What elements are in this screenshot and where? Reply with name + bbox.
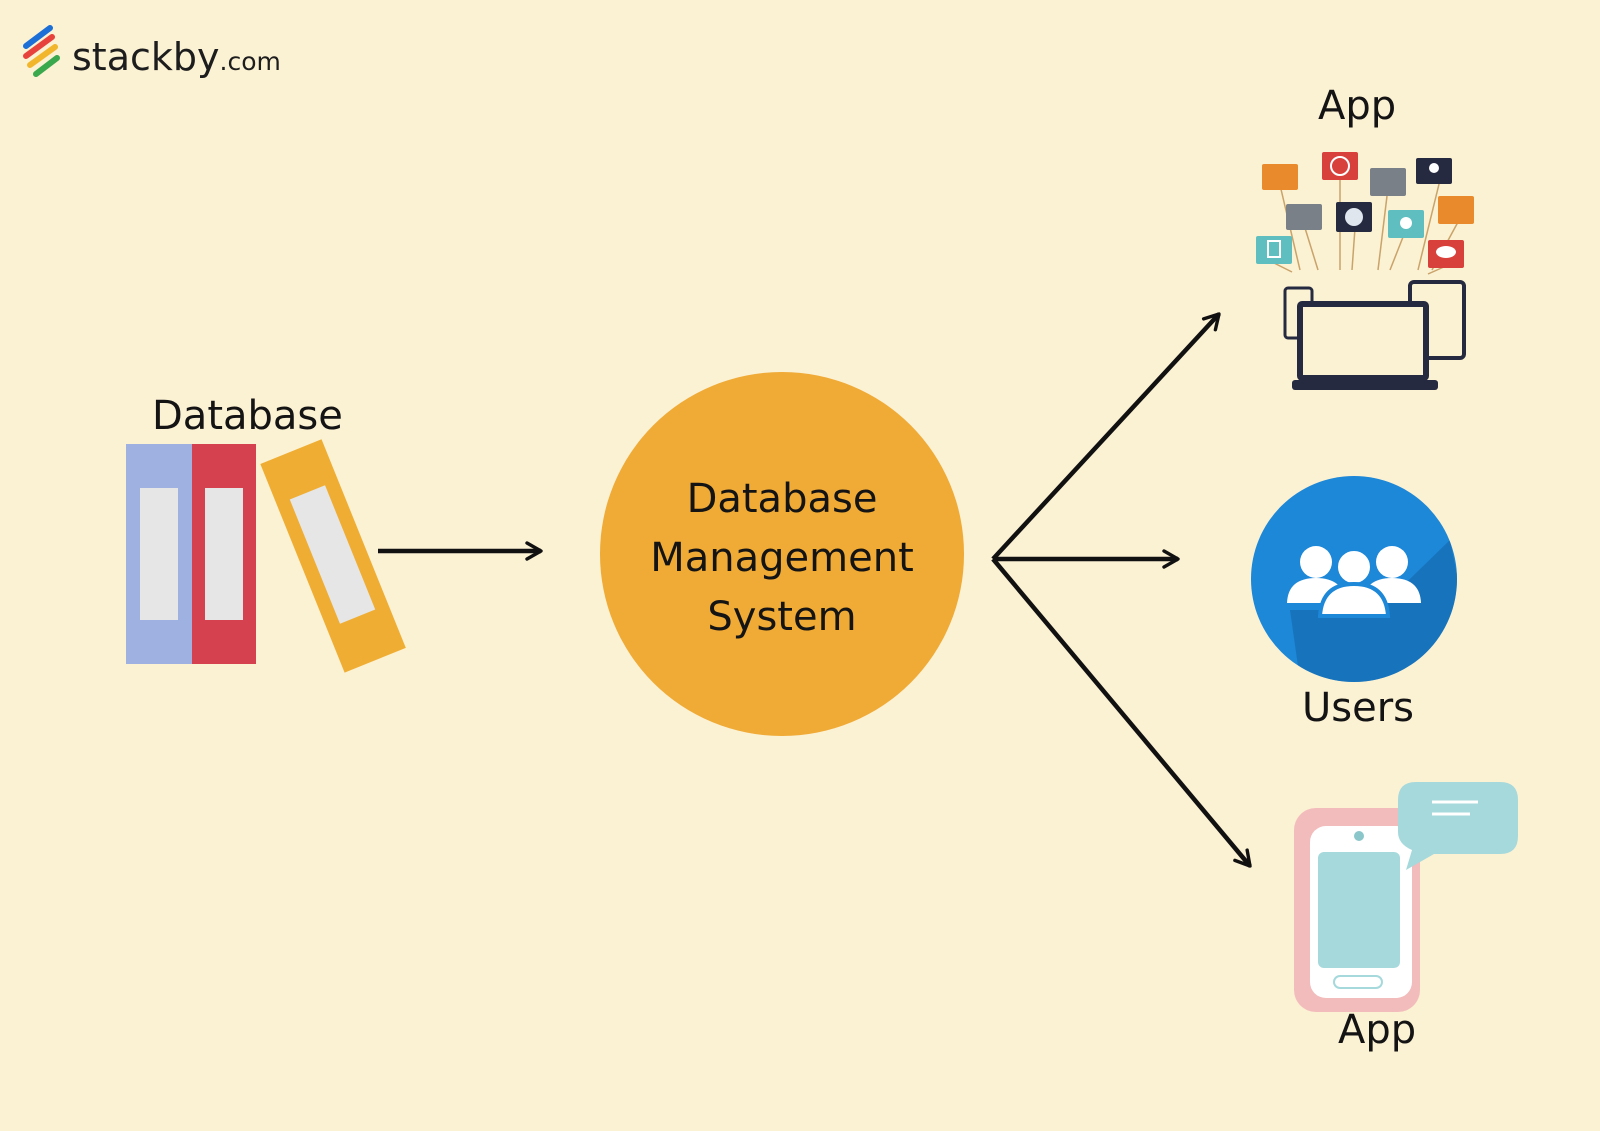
logo-mark-space	[20, 26, 64, 76]
smartphone-chat-icon	[1294, 782, 1518, 1012]
dbms-label-line-2: Management	[650, 535, 914, 581]
app-bottom-label: App	[1338, 1007, 1417, 1053]
arrow-dbms-to-app-top	[991, 312, 1221, 561]
database-label: Database	[152, 393, 343, 439]
dbms-label: Database Management System	[600, 470, 964, 647]
logo-brand-name: stackby	[72, 35, 220, 79]
dbms-label-line-3: System	[707, 594, 857, 640]
stackby-logo-icon	[23, 25, 60, 77]
dbms-circle	[600, 372, 964, 736]
binders-icon	[126, 439, 406, 673]
logo-brand-suffix: .com	[219, 47, 281, 76]
users-label: Users	[1302, 685, 1415, 731]
logo-text: stackby.com	[72, 38, 281, 76]
app-notifications-devices-icon	[1256, 152, 1474, 390]
dbms-label-line-1: Database	[686, 476, 878, 522]
stackby-logo[interactable]: stackby.com	[20, 26, 281, 76]
users-group-icon	[1251, 476, 1457, 682]
arrow-dbms-to-app-bottom	[991, 557, 1252, 868]
app-top-label: App	[1318, 83, 1397, 129]
